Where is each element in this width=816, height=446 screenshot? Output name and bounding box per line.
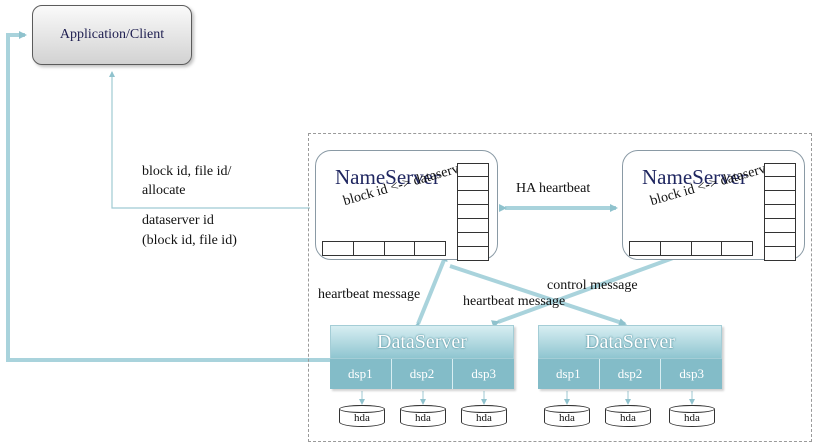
nameserver-title: NameServer xyxy=(335,165,440,189)
disk-icon: hda xyxy=(605,405,651,427)
disk-label: hda xyxy=(476,412,492,424)
dsp-disk-arrows xyxy=(359,391,695,405)
disk-label: hda xyxy=(620,412,636,424)
disk-icon: hda xyxy=(461,405,507,427)
nameserver-standby[interactable]: NameServer block id <-> dataserver xyxy=(622,150,805,261)
response-label-line1: dataserver id xyxy=(142,213,214,228)
ha-heartbeat-label: HA heartbeat xyxy=(516,181,591,196)
request-label-line2: allocate xyxy=(142,183,186,198)
dataserver-list-row xyxy=(322,241,446,256)
disk-label: hda xyxy=(415,412,431,424)
disk-label: hda xyxy=(354,412,370,424)
heartbeat-label-left: heartbeat message xyxy=(318,287,421,302)
block-table-stack xyxy=(764,163,796,261)
dsp-row: dsp1 dsp2 dsp3 xyxy=(538,359,723,389)
dataserver-list-row xyxy=(629,241,753,256)
dsp-cell: dsp2 xyxy=(391,359,454,389)
dataserver-1[interactable]: DataServer dsp1 dsp2 dsp3 xyxy=(330,325,515,389)
dsp-cell: dsp1 xyxy=(538,359,600,389)
dataserver-title: DataServer xyxy=(538,325,722,359)
dsp-cell: dsp1 xyxy=(330,359,392,389)
client-nameserver-link xyxy=(109,71,310,209)
disk-icon: hda xyxy=(544,405,590,427)
dsp-row: dsp1 dsp2 dsp3 xyxy=(330,359,515,389)
dsp-cell: dsp3 xyxy=(661,359,723,389)
storage-cluster-boundary xyxy=(308,133,812,442)
application-client-label: Application/Client xyxy=(59,27,165,42)
client-dataserver-link xyxy=(6,31,330,362)
dataserver-title: DataServer xyxy=(330,325,514,359)
request-label-line1: block id, file id/ xyxy=(142,164,232,179)
heartbeat-arrow-left xyxy=(412,253,448,332)
disk-icon: hda xyxy=(339,405,385,427)
dsp-cell: dsp2 xyxy=(599,359,662,389)
block-table-stack xyxy=(457,163,489,261)
nameserver-title: NameServer xyxy=(642,165,747,189)
control-message-arrow xyxy=(490,248,697,328)
disk-label: hda xyxy=(559,412,575,424)
disk-label: hda xyxy=(684,412,700,424)
control-message-label: control message xyxy=(547,278,638,293)
dsp-cell: dsp3 xyxy=(453,359,515,389)
disk-icon: hda xyxy=(669,405,715,427)
application-client-node[interactable]: Application/Client xyxy=(32,5,192,65)
nameserver-primary[interactable]: NameServer block id <-> dataserver xyxy=(315,150,498,261)
heartbeat-label-center: heartbeat message xyxy=(463,294,566,309)
response-label-line2: (block id, file id) xyxy=(142,233,237,248)
disk-icon: hda xyxy=(400,405,446,427)
dataserver-2[interactable]: DataServer dsp1 dsp2 dsp3 xyxy=(538,325,723,389)
